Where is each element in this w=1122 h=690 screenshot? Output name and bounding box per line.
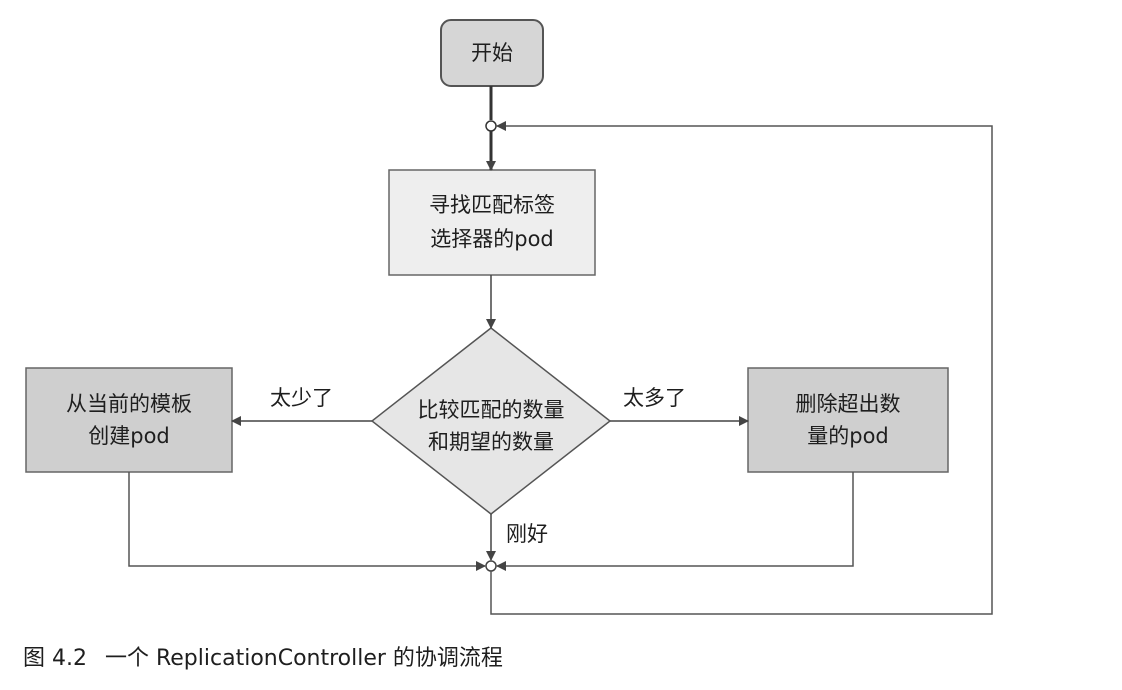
loop-join-bottom — [485, 560, 497, 572]
edge-label-too-few: 太少了 — [270, 386, 333, 410]
compare-label-line2: 和期望的数量 — [428, 430, 554, 454]
figure-caption: 图 4.2 一个 ReplicationController 的协调流程 — [23, 640, 521, 672]
find-pods-node — [388, 169, 596, 276]
create-pod-label-line1: 从当前的模板 — [66, 392, 192, 416]
compare-label-line1: 比较匹配的数量 — [417, 398, 565, 422]
start-label: 开始 — [471, 41, 513, 65]
figure-title: 一个 ReplicationController 的协调流程 — [104, 646, 503, 671]
find-pods-label-line1: 寻找匹配标签 — [429, 193, 555, 217]
edge-loop-back — [490, 121, 993, 615]
edge-label-too-many: 太多了 — [623, 386, 686, 410]
edge-label-just-right: 刚好 — [506, 522, 548, 546]
delete-pods-label-line2: 量的pod — [807, 424, 889, 448]
find-pods-label-line2: 选择器的pod — [430, 227, 554, 251]
edge-create-to-join — [128, 472, 486, 571]
delete-pods-label-line1: 删除超出数 — [795, 392, 901, 416]
create-pod-label-line2: 创建pod — [88, 424, 170, 448]
figure-number: 图 4.2 — [23, 646, 87, 671]
loop-join-top — [485, 120, 497, 132]
edge-delete-to-join — [496, 472, 854, 571]
